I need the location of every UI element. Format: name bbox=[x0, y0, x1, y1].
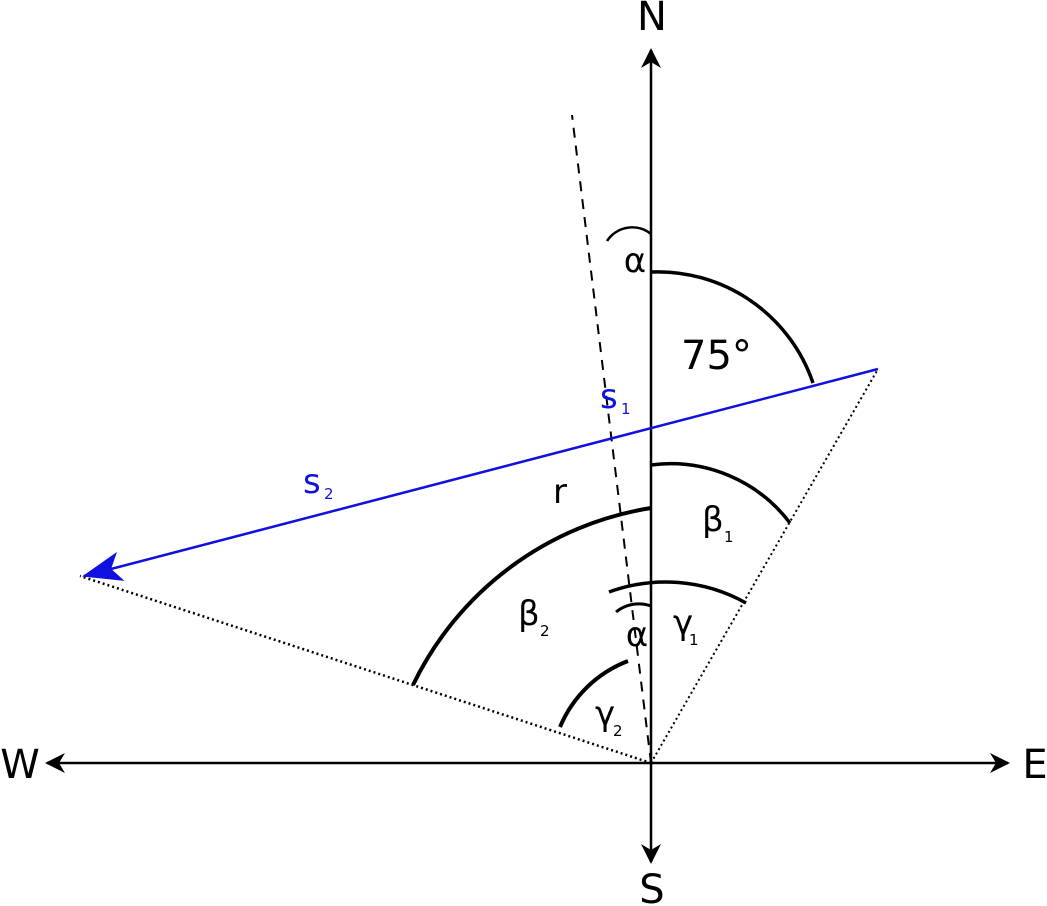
dotted-line-to-s1-end bbox=[650, 368, 879, 764]
beta2-arc bbox=[411, 506, 652, 686]
beta2-subscript: 2 bbox=[540, 622, 550, 640]
gamma2-subscript: 2 bbox=[613, 722, 623, 740]
gamma2-arc bbox=[558, 659, 629, 728]
s2-label: s bbox=[303, 462, 321, 502]
dotted-line-to-s2-end bbox=[79, 574, 652, 765]
heading-angle-label: 75° bbox=[681, 333, 752, 379]
gamma1-label: γ bbox=[673, 603, 693, 643]
s2-subscript: 2 bbox=[324, 485, 334, 503]
gamma1-subscript: 1 bbox=[689, 631, 699, 649]
alpha-bottom-arc bbox=[615, 602, 652, 614]
gamma2-label: γ bbox=[595, 694, 615, 734]
s1-subscript: 1 bbox=[621, 400, 631, 418]
r-label: r bbox=[553, 472, 567, 512]
gamma1-arc bbox=[608, 580, 747, 605]
beta1-label: β bbox=[702, 500, 724, 540]
heading-75-arc bbox=[650, 270, 815, 384]
s1-label: s bbox=[600, 377, 618, 417]
west-label: W bbox=[0, 742, 40, 788]
beta1-subscript: 1 bbox=[724, 528, 734, 546]
alpha-top-label: α bbox=[624, 241, 646, 281]
alpha-bottom-label: α bbox=[626, 615, 648, 655]
beta1-arc bbox=[650, 461, 792, 525]
east-label: E bbox=[1022, 742, 1047, 788]
s-vector-line bbox=[82, 367, 879, 581]
beta2-label: β bbox=[518, 594, 540, 634]
north-label: N bbox=[637, 0, 667, 40]
south-label: S bbox=[639, 867, 664, 906]
alpha-top-arc bbox=[605, 226, 652, 242]
